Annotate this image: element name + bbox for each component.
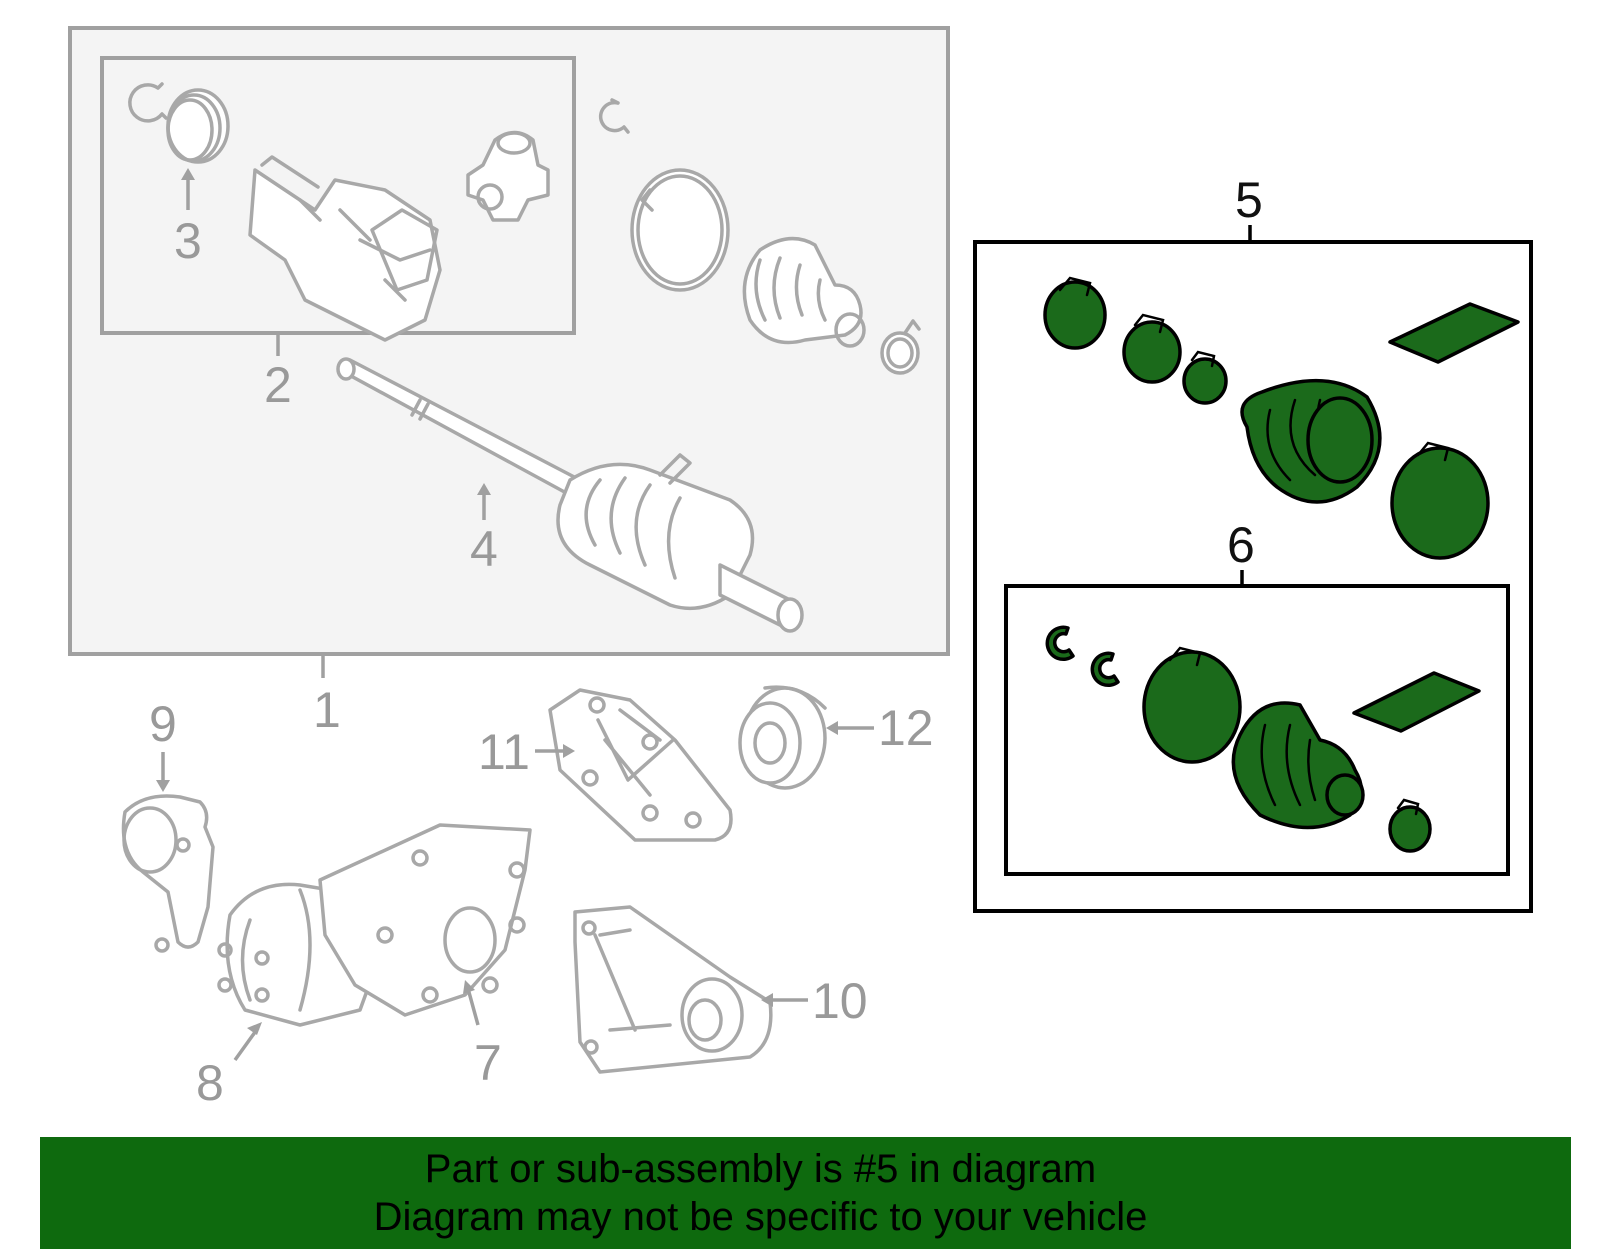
boot-clamp-green-1[interactable] xyxy=(1043,276,1107,350)
boot-clamp-green-5[interactable] xyxy=(1388,798,1432,853)
differential-carrier-7[interactable] xyxy=(318,823,532,1017)
boot-clamp-green-2[interactable] xyxy=(1122,313,1182,384)
callout-7: 7 xyxy=(474,1035,502,1091)
callout-8: 8 xyxy=(196,1055,224,1111)
boot-clamp-large[interactable] xyxy=(630,168,730,292)
snap-ring-green-2[interactable] xyxy=(1090,651,1120,688)
boot-kit-inner-frame xyxy=(1004,584,1510,876)
callout-3: 3 xyxy=(174,213,202,269)
callout-1: 1 xyxy=(313,682,341,738)
bushing-12[interactable] xyxy=(738,685,827,790)
callout-6: 6 xyxy=(1227,517,1255,573)
grease-packet-2[interactable] xyxy=(1352,671,1481,733)
boot-kit-frame xyxy=(973,240,1533,913)
snap-ring-green-1[interactable] xyxy=(1045,625,1075,662)
mount-bracket-10[interactable] xyxy=(573,905,773,1074)
inner-boot[interactable] xyxy=(742,236,866,348)
axle-shaft-4[interactable] xyxy=(336,357,804,633)
callout-11: 11 xyxy=(478,724,530,780)
axle-assembly-group xyxy=(68,26,950,678)
outer-boot-green[interactable] xyxy=(1240,378,1382,504)
mount-9[interactable] xyxy=(121,794,215,953)
callout-10: 10 xyxy=(812,973,868,1029)
inner-joint-housing[interactable] xyxy=(248,155,442,342)
banner-vehicle-disclaimer: Diagram may not be specific to your vehi… xyxy=(373,1195,1148,1239)
boot-clamp-green-large[interactable] xyxy=(1390,441,1490,560)
bracket-11[interactable] xyxy=(548,688,733,842)
tripod-joint[interactable] xyxy=(466,130,550,222)
snap-ring-right xyxy=(598,98,630,134)
callout-2: 2 xyxy=(264,357,292,413)
boot-clamp-small[interactable] xyxy=(880,319,921,375)
seal-ring-3[interactable] xyxy=(166,88,230,164)
snap-ring-left xyxy=(128,82,168,123)
boot-clamp-green-3[interactable] xyxy=(1182,350,1228,405)
banner-part-note: Part or sub-assembly is #5 in diagram xyxy=(424,1147,1097,1191)
callout-4: 4 xyxy=(470,521,498,577)
inner-joint-frame xyxy=(100,56,576,335)
callout-5: 5 xyxy=(1235,172,1263,228)
boot-clamp-green-4[interactable] xyxy=(1142,646,1242,764)
boot-kit-assembly-5[interactable] xyxy=(973,225,1533,913)
grease-packet-1[interactable] xyxy=(1388,302,1520,364)
callout-12: 12 xyxy=(878,700,934,756)
inner-boot-green[interactable] xyxy=(1231,701,1365,830)
info-banner: Part or sub-assembly is #5 in diagram Di… xyxy=(40,1137,1571,1249)
callout-9: 9 xyxy=(149,696,177,752)
